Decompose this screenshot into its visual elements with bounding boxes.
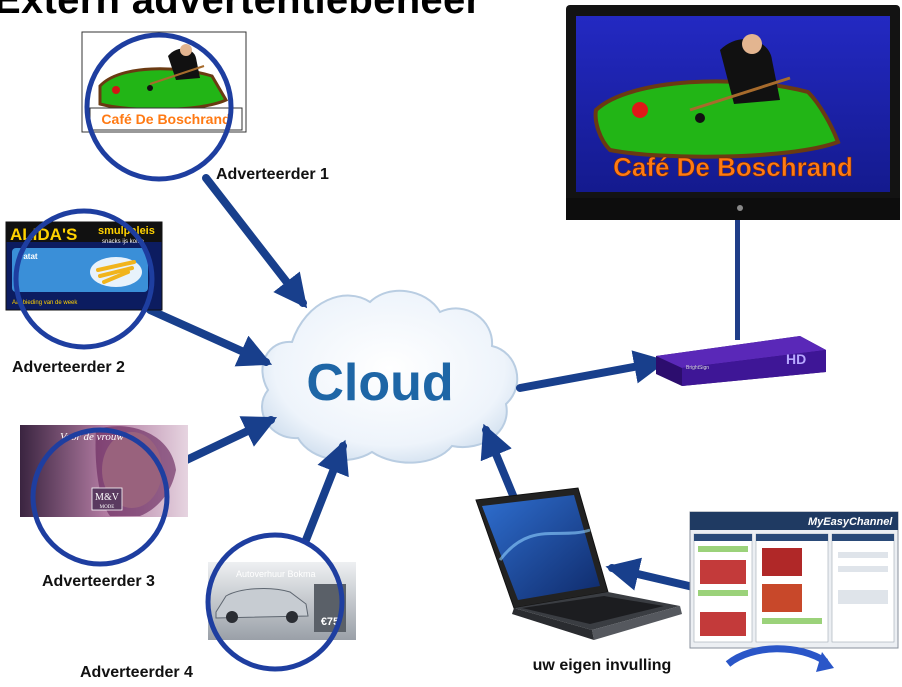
page-title: Extern advertentiebeheer: [0, 0, 482, 22]
advertiser-1-label: Adverteerder 1: [216, 166, 329, 183]
car-headline: Autoverhuur Bokma: [236, 569, 316, 579]
cafe-ad-name: Café De Boschrand: [101, 111, 230, 127]
alidas-brand: ALIDA'S: [10, 225, 77, 244]
ad-cafe: Café De Boschrand: [81, 31, 247, 133]
player-brand: BrightSign: [686, 365, 709, 371]
alidas-brand2: smulpaleis: [98, 225, 155, 237]
ad-car: Autoverhuur Bokma €75: [208, 562, 356, 640]
tv-screen-text: Café De Boschrand: [613, 152, 853, 182]
tv-cable: [735, 218, 740, 340]
alidas-footer: Aanbieding van de week: [12, 300, 78, 306]
alidas-item: Patat: [18, 252, 38, 261]
cloud-label: Cloud: [306, 354, 453, 412]
advertiser-4-circle: [205, 532, 345, 672]
arrow-cloud-to-player: [516, 350, 668, 392]
app-brand: MyEasyChannel: [808, 516, 893, 528]
arrow-adv3-to-cloud: [174, 416, 278, 468]
arrow-adv1-to-cloud: [202, 174, 308, 309]
advertiser-4-label: Adverteerder 4: [80, 664, 193, 681]
alidas-tagline: snacks ijs koffie: [102, 239, 145, 245]
player-badge: HD: [786, 351, 806, 367]
advertiser-3-label: Adverteerder 3: [42, 573, 155, 590]
fashion-brand2: MODE: [100, 505, 115, 510]
advertiser-3-circle: [30, 427, 170, 567]
advertiser-2-circle: [13, 208, 155, 350]
laptop-caption: uw eigen invulling: [533, 657, 672, 674]
app-screenshot: MyEasyChannel: [689, 511, 899, 672]
advertiser-2-label: Adverteerder 2: [12, 359, 125, 376]
arrow-adv4-to-cloud: [302, 439, 349, 544]
tv: Café De Boschrand: [566, 5, 900, 220]
arrow-adv2-to-cloud: [146, 306, 273, 367]
advertiser-1-circle: [84, 32, 234, 182]
media-player: HD BrightSign: [656, 336, 826, 386]
fashion-brand: M&V: [95, 492, 120, 503]
car-price: €75: [321, 616, 339, 628]
laptop: [475, 487, 682, 640]
